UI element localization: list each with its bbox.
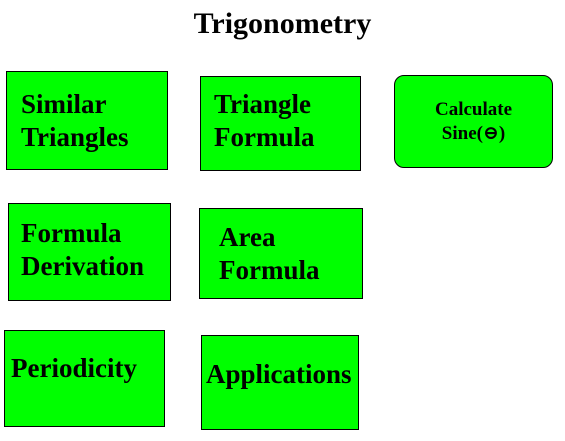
area-formula-box[interactable]: Area Formula <box>199 208 363 299</box>
area-formula-label-line2: Formula <box>219 255 320 285</box>
area-formula-label-line1: Area <box>219 222 276 252</box>
similar-triangles-box[interactable]: Similar Triangles <box>6 71 168 170</box>
triangle-formula-label-line2: Formula <box>214 122 315 152</box>
applications-label: Applications <box>206 359 352 389</box>
applications-box[interactable]: Applications <box>201 335 359 430</box>
formula-derivation-label-line1: Formula <box>21 218 122 248</box>
formula-derivation-label-line2: Derivation <box>21 251 144 281</box>
calculate-sine-label-line2: Sine(⊖) <box>441 122 506 144</box>
triangle-formula-box[interactable]: Triangle Formula <box>200 76 361 171</box>
periodicity-box[interactable]: Periodicity <box>4 330 165 427</box>
periodicity-label: Periodicity <box>11 353 137 383</box>
triangle-formula-label-line1: Triangle <box>214 89 311 119</box>
calculate-sine-button[interactable]: Calculate Sine(⊖) <box>394 75 553 168</box>
calculate-sine-label-line1: Calculate <box>434 98 513 120</box>
formula-derivation-box[interactable]: Formula Derivation <box>8 203 171 301</box>
diagram-title: Trigonometry <box>193 7 372 40</box>
similar-triangles-label-line2: Triangles <box>21 122 129 152</box>
similar-triangles-label-line1: Similar <box>21 89 107 119</box>
